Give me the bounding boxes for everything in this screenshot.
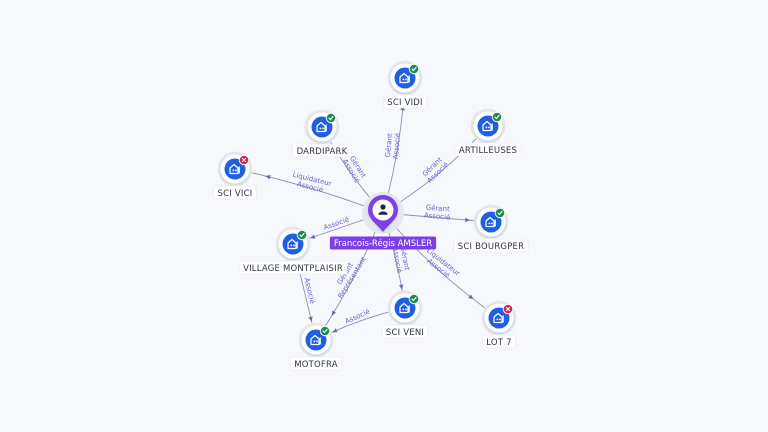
company-node-village-montplaisir[interactable]: VILLAGE MONTPLAISIR	[238, 226, 348, 275]
company-node-lot-7[interactable]: LOT 7	[481, 300, 517, 349]
building-icon	[229, 163, 240, 175]
node-disc	[224, 158, 246, 180]
person-disc	[372, 199, 394, 221]
node-disc	[311, 116, 333, 138]
edge-arrow-icon	[398, 284, 404, 290]
company-label-box	[292, 143, 352, 158]
node-disc	[394, 67, 416, 89]
building-icon	[493, 312, 504, 324]
person-node[interactable]: Francois-Régis AMSLER	[329, 192, 437, 250]
company-label-box	[382, 94, 428, 109]
node-disc	[394, 297, 416, 319]
node-disc	[305, 329, 327, 351]
edge-arrow-icon	[332, 328, 338, 333]
status-cross-icon	[502, 303, 514, 315]
building-icon	[399, 72, 410, 84]
company-node-dardipark[interactable]: DARDIPARK	[292, 109, 352, 158]
status-cross-icon	[238, 154, 250, 166]
building-icon	[287, 238, 298, 250]
node-disc	[282, 233, 304, 255]
edge-label: Gérant	[384, 133, 394, 158]
node-disc	[477, 115, 499, 137]
company-label: ARTILLEUSES	[459, 146, 517, 156]
building-icon	[485, 216, 496, 228]
edge-arrow-icon	[331, 310, 337, 316]
company-label-box	[381, 324, 429, 339]
company-label: SCI VIDI	[387, 98, 423, 108]
center-layer: Francois-Régis AMSLER	[329, 192, 437, 250]
company-label-box	[481, 334, 517, 349]
status-check-icon	[325, 112, 337, 124]
status-check-icon	[491, 111, 503, 123]
company-label: DARDIPARK	[297, 147, 348, 157]
status-check-icon	[408, 63, 420, 75]
status-check-icon	[296, 229, 308, 241]
company-label: VILLAGE MONTPLAISIR	[243, 264, 343, 274]
node-disc	[488, 307, 510, 329]
company-label: SCI VENI	[386, 328, 424, 338]
building-icon	[316, 121, 327, 133]
edge-label: Gérant	[425, 204, 450, 214]
company-label-box	[238, 260, 348, 275]
person-name-label: Francois-Régis AMSLER	[334, 238, 432, 249]
company-label: SCI VICI	[218, 189, 253, 199]
company-label-box	[213, 185, 257, 200]
status-check-icon	[408, 293, 420, 305]
edge-arrow-icon	[265, 175, 271, 180]
node-disc	[480, 211, 502, 233]
person-name-box	[329, 236, 437, 250]
company-node-sci-vidi[interactable]: SCI VIDI	[382, 60, 428, 109]
status-check-icon	[494, 207, 506, 219]
edge-label: Associé	[424, 211, 451, 221]
building-icon	[482, 120, 493, 132]
building-icon	[399, 302, 410, 314]
company-node-sci-vici[interactable]: SCI VICI	[213, 151, 257, 200]
edge-arrow-icon	[468, 294, 474, 300]
edge-label: Associé	[392, 132, 403, 159]
company-label: LOT 7	[486, 338, 511, 348]
building-icon	[310, 334, 321, 346]
company-label-box	[289, 356, 343, 371]
company-label-box	[453, 238, 529, 253]
company-node-sci-bourgper[interactable]: SCI BOURGPER	[453, 204, 529, 253]
edge-label: Associé	[344, 308, 371, 326]
person-icon	[378, 204, 388, 215]
edge-arrow-icon	[465, 217, 471, 223]
edge-arrow-icon	[309, 234, 316, 239]
company-node-artilleuses[interactable]: ARTILLEUSES	[454, 108, 522, 157]
company-node-motofra[interactable]: MOTOFRA	[289, 322, 343, 371]
company-label: MOTOFRA	[294, 360, 338, 370]
nodes-layer: SCI VIDI DARDIPARK ARTILLEUSES SCI VICI SCI …	[213, 60, 529, 371]
company-label: SCI BOURGPER	[458, 242, 524, 252]
company-label-box	[454, 142, 522, 157]
company-node-sci-veni[interactable]: SCI VENI	[381, 290, 429, 339]
edge-arrow-icon	[308, 316, 313, 322]
status-check-icon	[319, 325, 331, 337]
